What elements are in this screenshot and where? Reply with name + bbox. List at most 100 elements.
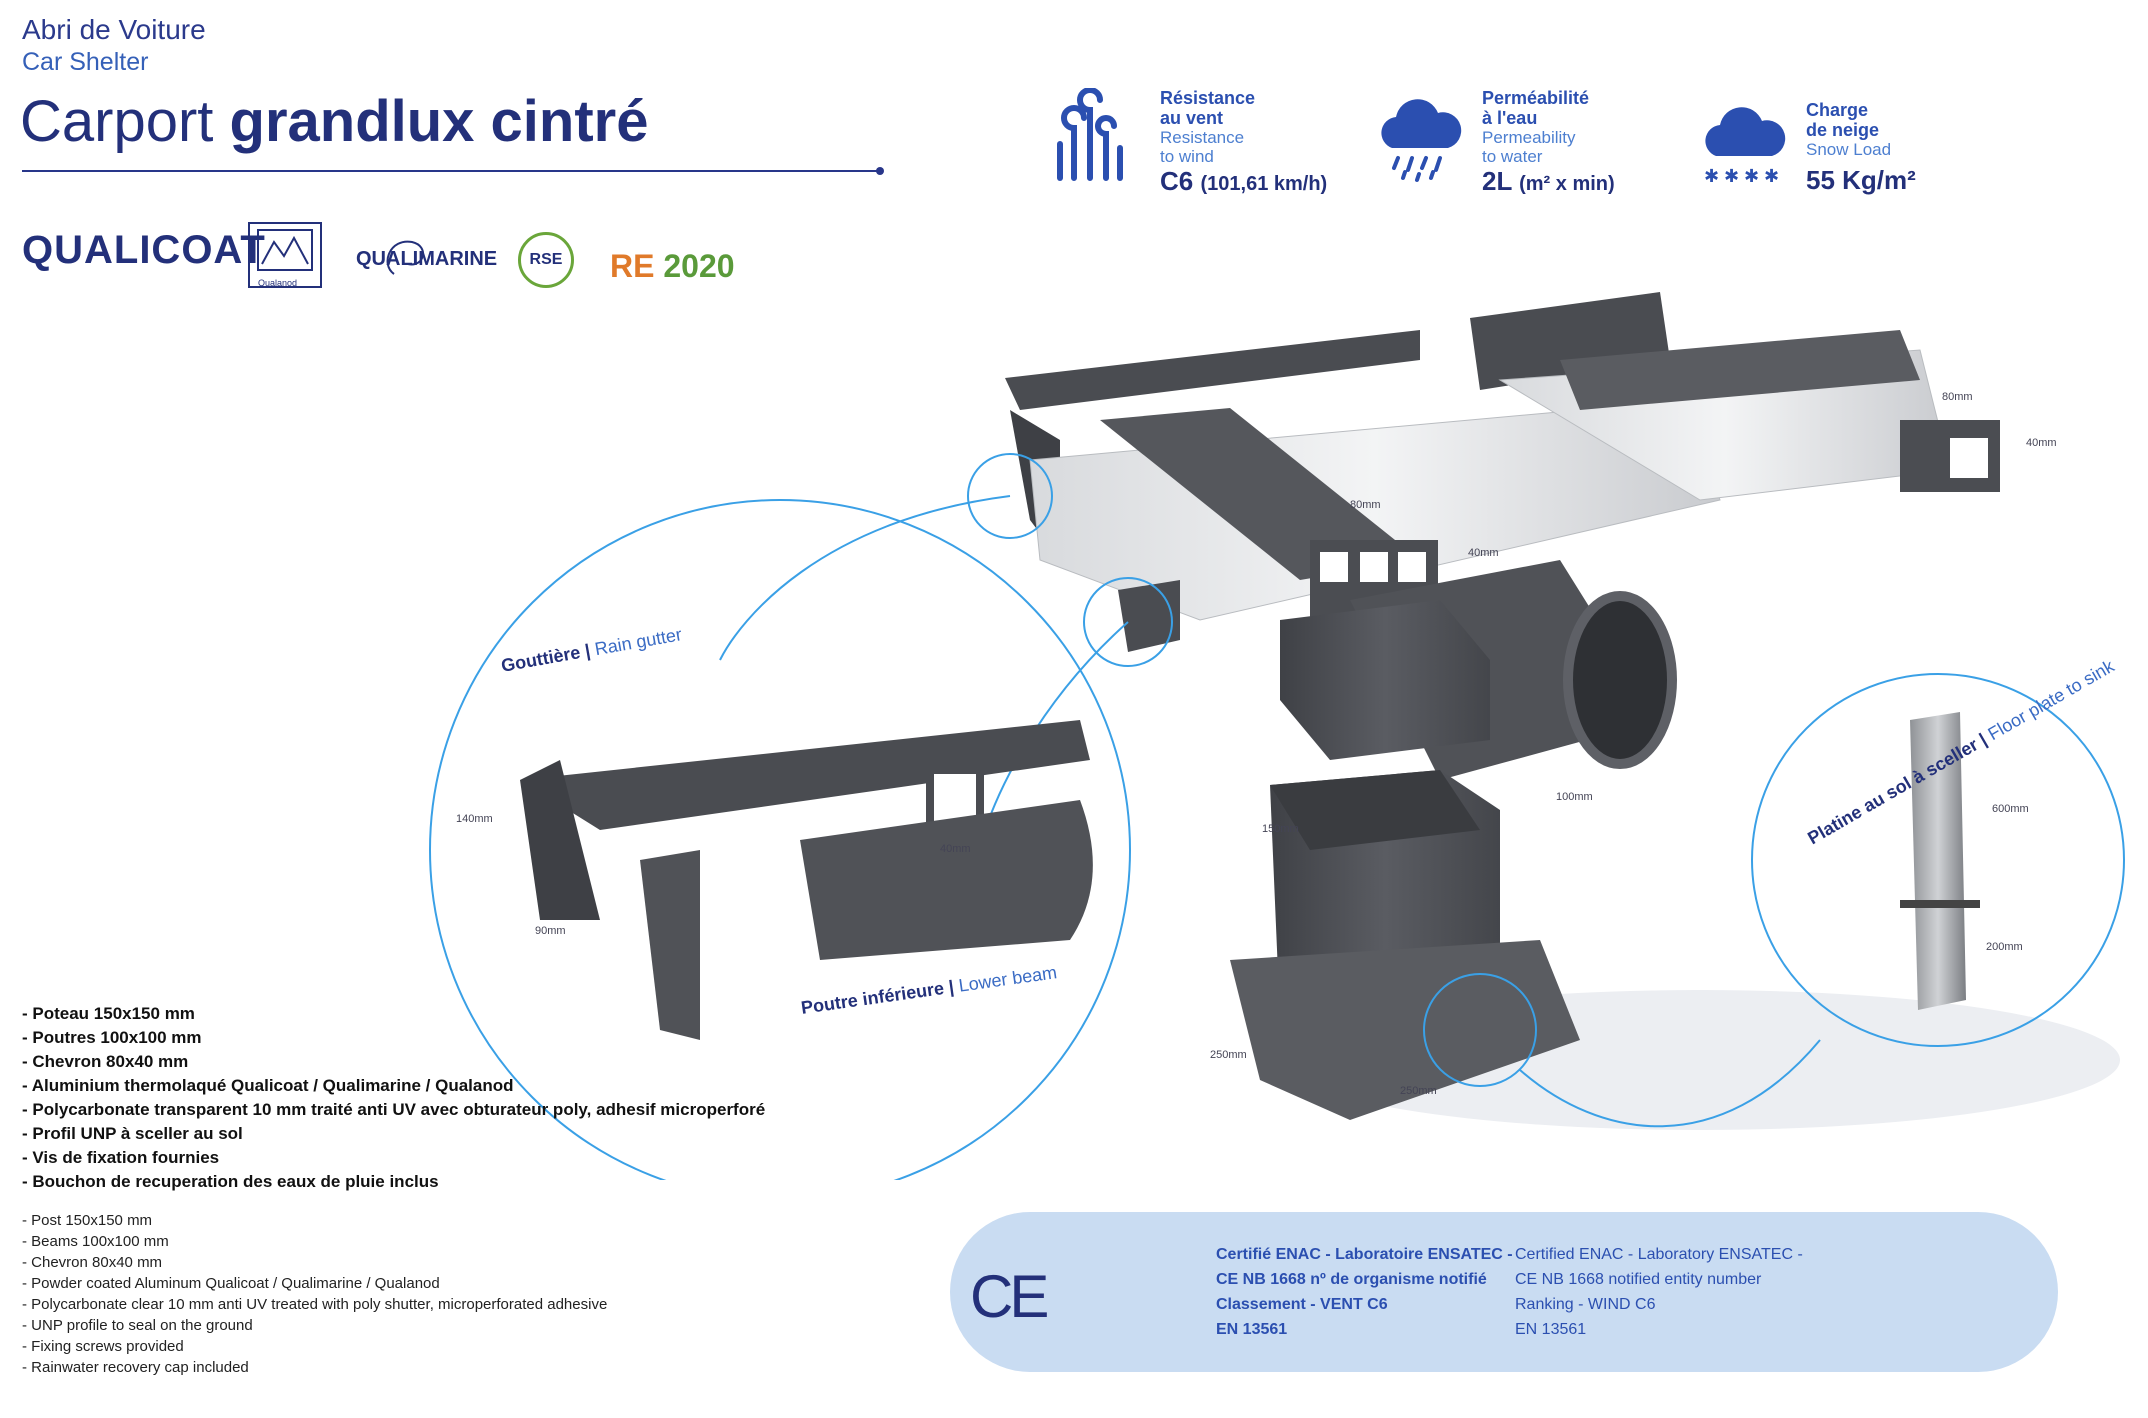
gutter-detail-profile — [520, 760, 600, 920]
chevron-right — [1560, 330, 1920, 410]
gutter-detail-marker — [967, 453, 1053, 539]
plate-connector — [1519, 1039, 1821, 1128]
ce-certification-band — [950, 1212, 2058, 1372]
dim-40-top: 40mm — [2026, 437, 2057, 449]
feature-en-item: - Fixing screws provided — [22, 1338, 184, 1355]
spec-water-head2: à l'eau — [1482, 108, 1538, 128]
qualimarine-logo: QUALIMARINE — [356, 240, 498, 275]
spec-water-value-main: 2L — [1482, 166, 1512, 196]
spec-wind-head1: Résistance — [1160, 88, 1256, 108]
cert-fr-line: CE NB 1668 nº de organisme notifié — [1216, 1271, 1487, 1288]
carport-illustration: 80mm 40mm 80mm 40mm 100mm 150mm 250mm 25… — [429, 292, 2125, 1180]
dim-80-top: 80mm — [1942, 391, 1973, 403]
dim-80-center: 80mm — [1350, 499, 1381, 511]
gutter-detail-circle — [429, 499, 1131, 1180]
dim-250b: 250mm — [1400, 1085, 1437, 1097]
feature-fr-item: - Chevron 80x40 mm — [22, 1052, 189, 1071]
feature-en-item: - Post 150x150 mm — [22, 1212, 153, 1229]
spec-wind-value-main: C6 — [1160, 166, 1194, 196]
dim-150: 150mm — [1262, 823, 1299, 835]
chevron-hole-3 — [1398, 552, 1426, 582]
certification-en: Certified ENAC - Laboratory ENSATEC - CE… — [1515, 1242, 1803, 1342]
gutter-detail-rail — [520, 720, 1090, 830]
title-light: Carport — [20, 89, 230, 154]
cert-en-line: CE NB 1668 notified entity number — [1515, 1271, 1762, 1288]
plate-detail-marker — [1423, 973, 1537, 1087]
feature-fr-item: - Poteau 150x150 mm — [22, 1004, 195, 1023]
dim-250a: 250mm — [1210, 1049, 1247, 1061]
wind-icon — [1057, 88, 1123, 181]
feature-fr-item: - Aluminium thermolaqué Qualicoat / Qual… — [22, 1076, 514, 1095]
spec-wind-en1: Resistance — [1160, 128, 1245, 147]
svg-text:✱: ✱ — [1724, 166, 1739, 187]
spec-snow-en1: Snow Load — [1806, 140, 1892, 159]
qualimarine-text: QUALIMARINE — [356, 248, 498, 270]
re-prefix: RE — [610, 248, 655, 284]
qualicoat-logo: QUALICOAT — [22, 228, 266, 273]
dim-140: 140mm — [456, 813, 493, 825]
chevron-hole-1 — [1320, 552, 1348, 582]
left-gutter-rail — [1005, 330, 1420, 410]
subtitle-en: Car Shelter — [22, 48, 149, 76]
chevron-top — [1100, 408, 1420, 580]
qualanod-emblem-icon — [257, 229, 313, 271]
beam-tube-end — [1563, 591, 1677, 769]
dim-90: 90mm — [535, 925, 566, 937]
features-list-en: - Post 150x150 mm - Beams 100x100 mm - C… — [22, 1210, 607, 1378]
certification-fr: Certifié ENAC - Laboratoire ENSATEC - CE… — [1216, 1242, 1513, 1342]
feature-en-item: - Polycarbonate clear 10 mm anti UV trea… — [22, 1296, 608, 1313]
post-socket — [1270, 770, 1480, 850]
cert-en-line: Ranking - WIND C6 — [1515, 1296, 1656, 1313]
post-upper-block — [1280, 600, 1490, 760]
spec-wind-unit: (101,61 km/h) — [1200, 173, 1328, 195]
feature-en-item: - UNP profile to seal on the ground — [22, 1317, 253, 1334]
dim-100: 100mm — [1556, 791, 1593, 803]
page-title: Carport grandlux cintré — [20, 88, 649, 155]
rse-logo: RSE — [518, 232, 574, 288]
re-year: 2020 — [663, 248, 735, 284]
dim-200: 200mm — [1986, 941, 2023, 953]
spec-wind-en2: to wind — [1160, 147, 1214, 166]
re2020-logo: RE 2020 — [610, 248, 735, 285]
unp-profile — [1910, 712, 1966, 1010]
spec-snow-head1: Charge — [1806, 100, 1869, 120]
wave-icon — [386, 240, 424, 275]
dim-40-gutter: 40mm — [940, 843, 971, 855]
spec-water-en2: to water — [1482, 147, 1543, 166]
rain-cloud-icon — [1381, 99, 1462, 182]
right-profile-hole — [1950, 438, 1988, 478]
feature-en-item: - Powder coated Aluminum Qualicoat / Qua… — [22, 1275, 440, 1292]
plate-detail-circle — [1751, 673, 2125, 1047]
feature-fr-item: - Polycarbonate transparent 10 mm traité… — [22, 1100, 766, 1119]
ce-mark: CE — [970, 1263, 1049, 1330]
spec-snow-value: 55 Kg/m² — [1806, 165, 1916, 195]
cert-fr-line: Classement - VENT C6 — [1216, 1296, 1388, 1313]
feature-fr-item: - Vis de fixation fournies — [22, 1148, 220, 1167]
cert-en-line: EN 13561 — [1515, 1321, 1587, 1338]
cert-en-line: Certified ENAC - Laboratory ENSATEC - — [1515, 1246, 1803, 1263]
spec-water-value: 2L (m² x min) — [1482, 166, 1615, 197]
dim-600: 600mm — [1992, 803, 2029, 815]
base-plate — [1230, 940, 1580, 1120]
qualanod-label: Qualanod — [258, 278, 298, 288]
svg-text:✱: ✱ — [1764, 166, 1779, 187]
qualicoat-logo-text: QUALICOAT — [22, 228, 266, 272]
cert-fr-line: Certifié ENAC - Laboratoire ENSATEC - — [1216, 1246, 1513, 1263]
gutter-detail-beam — [800, 800, 1093, 960]
subtitle-fr: Abri de Voiture — [22, 14, 206, 45]
unp-plate — [1900, 900, 1980, 908]
spec-wind-head2: au vent — [1160, 108, 1224, 128]
feature-en-item: - Chevron 80x40 mm — [22, 1254, 163, 1271]
feature-fr-item: - Profil UNP à sceller au sol — [22, 1124, 243, 1143]
spec-snow-head2: de neige — [1806, 120, 1880, 140]
gutter-connector — [719, 495, 1011, 661]
rse-logo-text: RSE — [529, 251, 563, 268]
title-bold: grandlux cintré — [229, 89, 649, 154]
svg-text:✱: ✱ — [1744, 166, 1759, 187]
gutter-detail-post — [640, 850, 700, 1040]
dim-40-center: 40mm — [1468, 547, 1499, 559]
feature-fr-item: - Poutres 100x100 mm — [22, 1028, 202, 1047]
svg-text:✱: ✱ — [1704, 166, 1719, 187]
beam-detail-marker — [1083, 577, 1173, 667]
spec-water-en1: Permeability — [1482, 128, 1576, 147]
